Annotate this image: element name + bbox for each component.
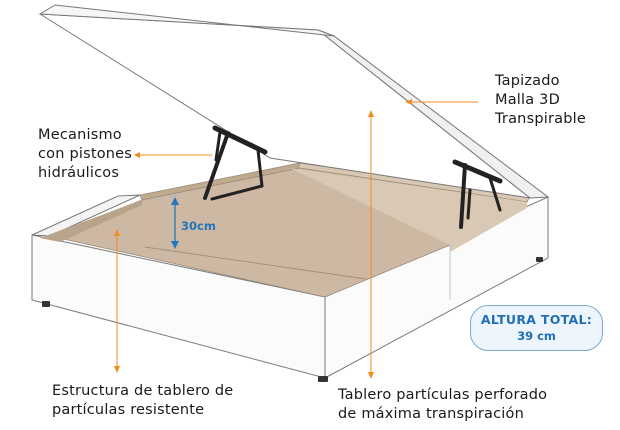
dimension-arrow-icon: [168, 195, 182, 249]
dimension-label: 30cm: [181, 219, 216, 233]
label-upholstery: Tapizado Malla 3D Transpirable: [495, 72, 586, 129]
label-structure-line: partículas resistente: [52, 402, 205, 418]
label-upholstery-line: Transpirable: [495, 111, 586, 127]
label-mechanism: Mecanismo con pistones hidráulicos: [38, 126, 132, 183]
label-base-board-line: de máxima transpiración: [338, 406, 524, 422]
label-structure: Estructura de tablero de partículas resi…: [52, 382, 233, 420]
label-mechanism-line: hidráulicos: [38, 165, 120, 181]
label-mechanism-line: con pistones: [38, 146, 133, 162]
base-board: [40, 167, 529, 300]
bed-lid: [38, 4, 550, 199]
callout-lines: [114, 99, 478, 379]
bed-base-frame: [31, 194, 549, 379]
label-structure-line: Estructura de tablero de: [52, 383, 234, 399]
total-height-value: 39 cm: [517, 329, 556, 343]
hydraulic-piston-icon: [203, 125, 503, 229]
label-upholstery-line: Tapizado: [495, 73, 560, 89]
total-height-badge: ALTURA TOTAL: 39 cm: [470, 305, 603, 351]
bed-feet: [42, 257, 543, 382]
label-base-board: Tablero partículas perforado de máxima t…: [338, 386, 547, 424]
total-height-title: ALTURA TOTAL:: [480, 312, 593, 327]
label-upholstery-line: Malla 3D: [495, 92, 560, 108]
label-base-board-line: Tablero partículas perforado: [338, 387, 548, 403]
label-mechanism-line: Mecanismo: [38, 127, 122, 143]
